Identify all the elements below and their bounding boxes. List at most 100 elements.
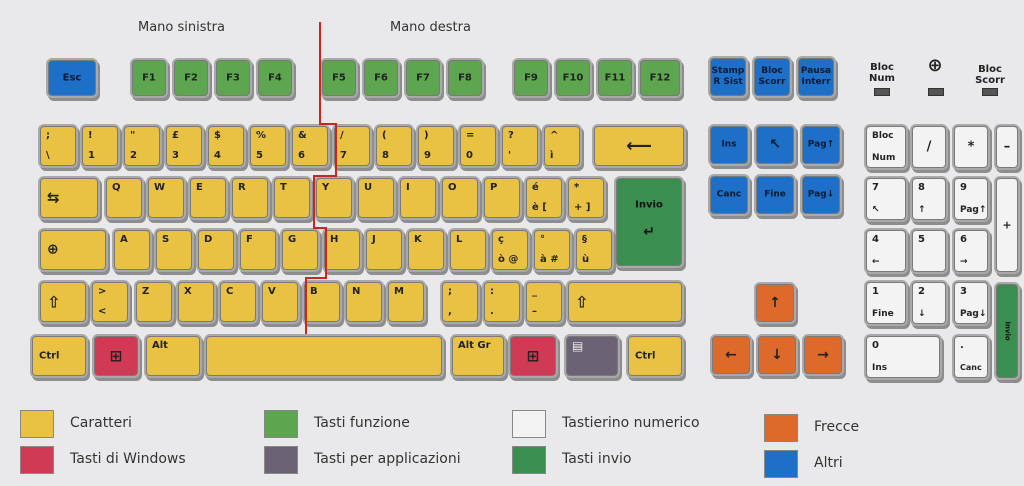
key-num-10: =0 <box>460 126 496 166</box>
key-f1: F1 <box>132 60 166 96</box>
key-f2: F2 <box>174 60 208 96</box>
legend-label-3: Tasti per applicazioni <box>314 451 461 467</box>
legend-swatch-4 <box>512 410 546 438</box>
key-num-plus: + <box>996 178 1018 272</box>
key-space <box>206 336 442 376</box>
legend-label-5: Tasti invio <box>562 451 632 467</box>
key-shift-left: ⇧ <box>40 282 86 322</box>
key-home: ↖ <box>756 126 794 164</box>
key-z: Z <box>136 282 172 322</box>
caps-lock-light <box>928 88 944 96</box>
key-num-1: !1 <box>82 126 118 166</box>
key-num_row2-1: 5 <box>912 230 946 272</box>
key-num_row1-1: 8↑ <box>912 178 946 220</box>
legend-swatch-3 <box>264 446 298 474</box>
legend-label-0: Caratteri <box>70 415 132 431</box>
key-arrow-down: ↓ <box>758 336 796 374</box>
key-f12: F12 <box>640 60 680 96</box>
key-o: O <box>442 178 478 218</box>
key-esc: Esc <box>48 60 96 96</box>
key-ctrl-right: Ctrl <box>628 336 682 376</box>
key-num-11: ?' <box>502 126 538 166</box>
key-e: E <box>190 178 226 218</box>
key-num-0: ;\ <box>40 126 76 166</box>
key-num-7: /7 <box>334 126 370 166</box>
scroll-lock-light <box>982 88 998 96</box>
legend-swatch-7 <box>764 450 798 478</box>
key-k: K <box>408 230 444 270</box>
key-num-9: )9 <box>418 126 454 166</box>
key-num-2: "2 <box>124 126 160 166</box>
key-windows-right: ⊞ <box>510 336 556 376</box>
key-num_row2-2: 6→ <box>954 230 988 272</box>
key-pag-down: Pag↓ <box>802 176 840 214</box>
left-hand-label: Mano sinistra <box>138 20 225 35</box>
key-invio: Invio↵ <box>616 178 682 266</box>
legend-label-1: Tasti di Windows <box>70 451 186 467</box>
legend-swatch-0 <box>20 410 54 438</box>
key-v: V <box>262 282 298 322</box>
legend-label-7: Altri <box>814 455 843 471</box>
key-u: U <box>358 178 394 218</box>
key-num-multiply: * <box>954 126 988 168</box>
key-r: R <box>232 178 268 218</box>
key-w: W <box>148 178 184 218</box>
key-f: F <box>240 230 276 270</box>
key-num-dot: .Canc <box>954 336 988 378</box>
key-arrow-left: ← <box>712 336 750 374</box>
key-num-4: $4 <box>208 126 244 166</box>
key-num-divide: / <box>912 126 946 168</box>
key-num-6: &6 <box>292 126 328 166</box>
key-asdf-extra-1: °à # <box>534 230 570 270</box>
key-x: X <box>178 282 214 322</box>
key-qwerty-extra-1: *+ ] <box>568 178 604 218</box>
key-pag-up: Pag↑ <box>802 126 840 164</box>
key-b: B <box>304 282 340 322</box>
legend-label-4: Tastierino numerico <box>562 415 700 431</box>
key-arrow-up: ↑ <box>756 284 794 322</box>
key-f7: F7 <box>406 60 440 96</box>
key-alt: Alt <box>146 336 200 376</box>
key-f9: F9 <box>514 60 548 96</box>
key-num-3: £3 <box>166 126 202 166</box>
key-f3: F3 <box>216 60 250 96</box>
key-j: J <box>366 230 402 270</box>
key-zx-extra-0: ;, <box>442 282 478 322</box>
key-fine: Fine <box>756 176 794 214</box>
legend-label-6: Frecce <box>814 419 860 435</box>
key-a: A <box>114 230 150 270</box>
key-s: S <box>156 230 192 270</box>
key-num-minus: – <box>996 126 1018 168</box>
key-application: ▤ <box>566 336 618 376</box>
right-hand-label: Mano destra <box>390 20 471 35</box>
key-h: H <box>324 230 360 270</box>
key-d: D <box>198 230 234 270</box>
key-asdf-extra-2: §ù <box>576 230 612 270</box>
key-ctrl-left: Ctrl <box>32 336 86 376</box>
key-num-8: (8 <box>376 126 412 166</box>
key-backspace: ⟵ <box>594 126 684 166</box>
key-f5: F5 <box>322 60 356 96</box>
legend-label-2: Tasti funzione <box>314 415 410 431</box>
key-f4: F4 <box>258 60 292 96</box>
key-alt-gr: Alt Gr <box>452 336 504 376</box>
indicator-bloc-scorr: Bloc Scorr <box>975 64 1005 86</box>
indicator-bloc-num: Bloc Num <box>869 62 895 84</box>
key-windows-left: ⊞ <box>94 336 138 376</box>
key-num_row1-0: 7↖ <box>866 178 906 220</box>
key-canc: Canc <box>710 176 748 214</box>
caps-lock-circle-icon: ⊕ <box>927 55 943 76</box>
legend-swatch-6 <box>764 414 798 442</box>
legend-swatch-5 <box>512 446 546 474</box>
key-num-invio: Invio <box>996 284 1018 378</box>
